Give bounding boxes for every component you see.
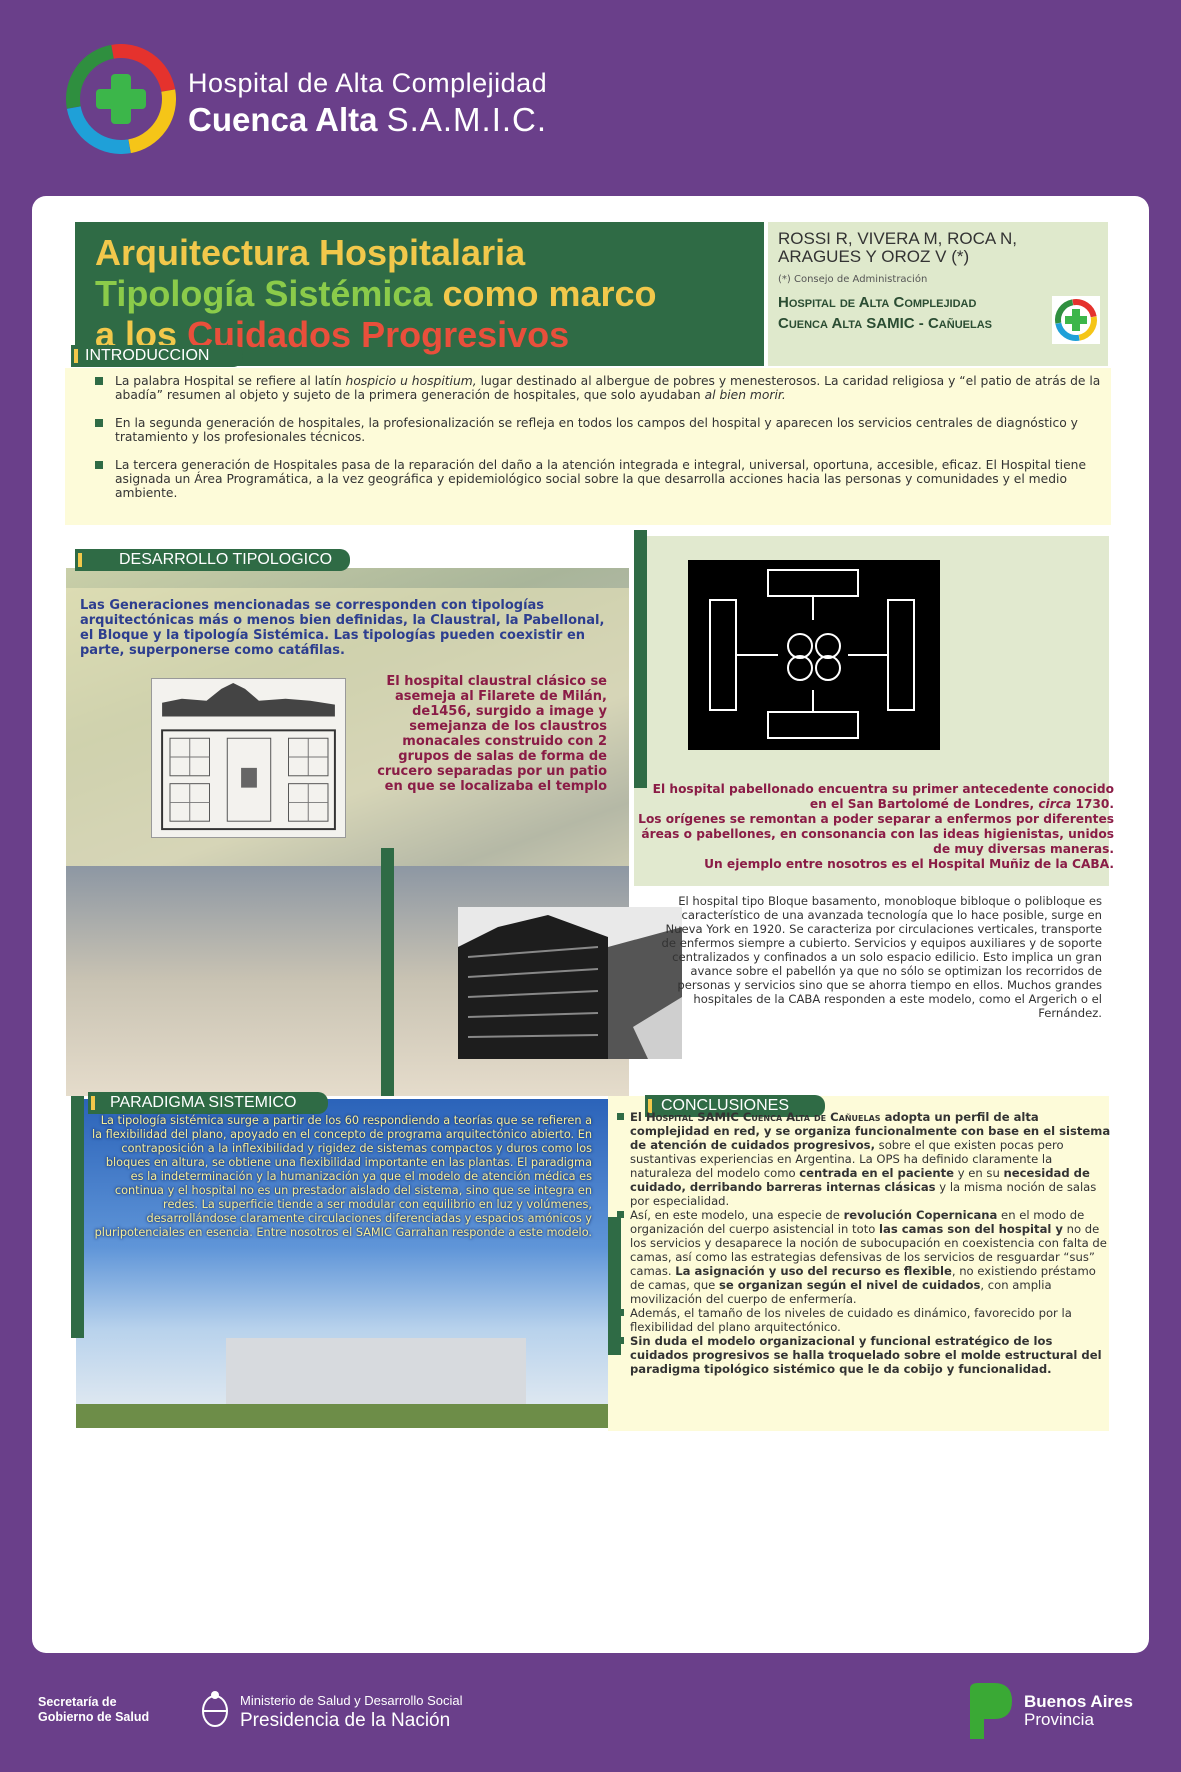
accent-bar [608, 1217, 621, 1355]
conclusiones-text: El Hospital SAMIC Cuenca Alta de Cañuela… [617, 1110, 1114, 1376]
desarrollo-intro: Las Generaciones mencionadas se correspo… [80, 598, 605, 658]
section-header-conclusiones: CONCLUSIONES [645, 1095, 825, 1117]
conclusion-paragraph: Además, el tamaño de los niveles de cuid… [617, 1306, 1114, 1334]
authors-note: (*) Consejo de Administración [778, 274, 928, 285]
intro-section: La palabra Hospital se refiere al latín … [65, 368, 1111, 525]
poster-title: Arquitectura Hospitalaria Tipología Sist… [75, 222, 764, 366]
hospital-name-line2: Cuenca Alta S.A.M.I.C. [188, 101, 548, 138]
authors-hospital: Hospital de Alta Complejidad Cuenca Alta… [778, 294, 992, 332]
authors-box: ROSSI R, VIVERA M, ROCA N, ARAGUES Y ORO… [768, 222, 1108, 366]
footer-secretaria: Secretaría de Gobierno de Salud [38, 1695, 150, 1724]
conclusiones-section [608, 1096, 1109, 1431]
conclusion-paragraph: Sin duda el modelo organizacional y func… [617, 1334, 1114, 1376]
footer-buenos-aires: Buenos Aires Provincia [1024, 1692, 1133, 1729]
intro-paragraph: La palabra Hospital se refiere al latín … [95, 374, 1111, 402]
hospital-name-line1: Hospital de Alta Complejidad [188, 68, 548, 98]
pabellonal-text: El hospital pabellonado encuentra su pri… [638, 782, 1114, 871]
accent-bar [634, 530, 647, 788]
conclusion-paragraph: Así, en este modelo, una especie de revo… [617, 1208, 1114, 1306]
section-header-paradigma: PARADIGMA SISTEMICO [88, 1092, 328, 1114]
title-line2: Tipología Sistémica como marco [95, 273, 657, 314]
intro-paragraph: En la segunda generación de hospitales, … [95, 416, 1111, 444]
header: Hospital de Alta Complejidad Cuenca Alta… [0, 0, 1181, 195]
conclusion-paragraph: El Hospital SAMIC Cuenca Alta de Cañuela… [617, 1110, 1114, 1208]
title-line3: a los Cuidados Progresivos [95, 314, 570, 355]
pabellonal-plan-drawing [688, 560, 940, 750]
buenos-aires-logo-icon [970, 1683, 1012, 1739]
hospital-logo-icon [66, 44, 176, 154]
footer-ministerio: Ministerio de Salud y Desarrollo Social … [240, 1693, 463, 1731]
footer: Secretaría de Gobierno de Salud Minister… [0, 1653, 1181, 1772]
paradigma-text: La tipología sistémica surge a partir de… [92, 1114, 593, 1239]
accent-bar [71, 1096, 84, 1338]
claustral-hospital-drawing [151, 678, 346, 838]
title-line1: Arquitectura Hospitalaria [95, 232, 526, 273]
intro-paragraph: La tercera generación de Hospitales pasa… [95, 458, 1111, 500]
accent-bar [381, 848, 394, 1096]
argentina-coat-of-arms-icon [202, 1691, 228, 1727]
poster-panel: Arquitectura Hospitalaria Tipología Sist… [32, 196, 1149, 1653]
section-header-desarrollo: DESARROLLO TIPOLOGICO [75, 549, 350, 571]
garrahan-photo [76, 1099, 614, 1428]
section-header-intro: INTRODUCCION [71, 345, 243, 367]
claustral-text: El hospital claustral clásico se asemeja… [377, 674, 607, 794]
hospital-name: Hospital de Alta Complejidad Cuenca Alta… [188, 68, 547, 139]
bloque-panel [632, 886, 1109, 1086]
bloque-building-drawing [458, 907, 682, 1059]
authors: ROSSI R, VIVERA M, ROCA N, ARAGUES Y ORO… [778, 229, 1017, 266]
bloque-text: El hospital tipo Bloque basamento, monob… [661, 894, 1102, 1020]
hospital-mini-logo-icon [1052, 296, 1100, 344]
